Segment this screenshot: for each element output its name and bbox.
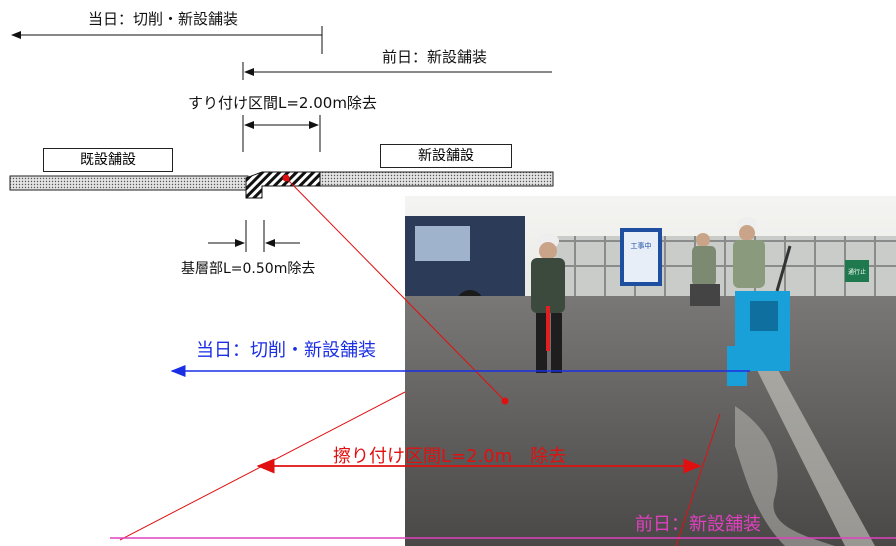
base-layer-label: 基層部L=0.50m除去 (181, 261, 316, 277)
sign-board-text: 工事中 (631, 241, 652, 250)
rub-section-label-photo: 擦り付け区間L=2.0m 除去 (333, 446, 567, 467)
prev-day-label-top: 前日：新設舗装 (382, 48, 488, 66)
same-day-label-top: 当日：切削・新設舗装 (88, 10, 239, 28)
small-sign-text: 通行止 (848, 268, 866, 276)
prev-day-label-photo: 前日：新設舗装 (635, 514, 761, 535)
photo-illustration: 工事中 通行止 (405, 196, 896, 546)
pointer-line (285, 177, 506, 402)
photo-red-dot (501, 397, 509, 405)
existing-pavement-label: 既設舗設 (43, 148, 173, 172)
new-pavement-strip (319, 171, 554, 187)
same-day-label-photo: 当日：切削・新設舗装 (196, 340, 376, 361)
construction-photo: 工事中 通行止 (405, 196, 896, 546)
rub-section-label-top: すり付け区間L=2.00m除去 (188, 94, 377, 112)
existing-pavement-strip (9, 175, 249, 191)
perspective-right (675, 413, 721, 546)
new-pavement-label: 新設舗設 (380, 144, 512, 168)
removal-section (245, 171, 321, 199)
